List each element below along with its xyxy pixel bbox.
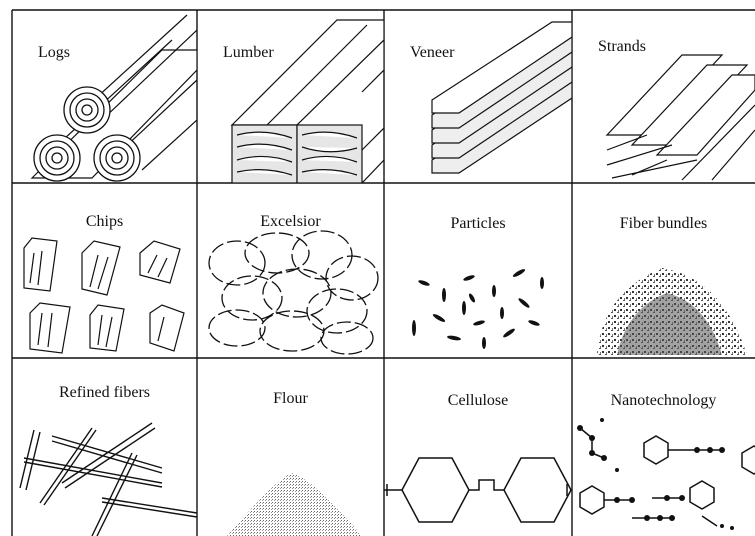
- excelsior-illustration: [197, 183, 384, 358]
- label-lumber: Lumber: [223, 44, 274, 62]
- label-fiber-bundles: Fiber bundles: [572, 215, 755, 233]
- cell-logs: Logs: [12, 10, 197, 183]
- particles-illustration: [384, 183, 572, 358]
- chips-illustration: [12, 183, 197, 358]
- label-chips: Chips: [12, 213, 197, 231]
- strands-illustration: [572, 10, 755, 183]
- label-excelsior: Excelsior: [197, 213, 384, 231]
- label-particles: Particles: [384, 215, 572, 233]
- veneer-illustration: [384, 10, 572, 183]
- cell-nanotechnology: Nanotechnology: [572, 358, 755, 536]
- label-cellulose: Cellulose: [384, 392, 572, 410]
- label-strands: Strands: [598, 38, 646, 56]
- cell-particles: Particles: [384, 183, 572, 358]
- flour-illustration: [197, 358, 384, 536]
- cell-veneer: Veneer: [384, 10, 572, 183]
- fiber-bundles-illustration: [572, 183, 755, 358]
- label-logs: Logs: [38, 44, 70, 62]
- cell-strands: Strands: [572, 10, 755, 183]
- cell-lumber: Lumber: [197, 10, 384, 183]
- label-refined-fibers: Refined fibers: [12, 384, 197, 402]
- cellulose-illustration: [384, 358, 572, 536]
- label-flour: Flour: [197, 390, 384, 408]
- nanotechnology-illustration: [572, 358, 755, 536]
- logs-illustration: [12, 10, 197, 183]
- label-nanotechnology: Nanotechnology: [572, 392, 755, 410]
- cell-refined-fibers: Refined fibers: [12, 358, 197, 536]
- cell-flour: Flour: [197, 358, 384, 536]
- cell-cellulose: Cellulose: [384, 358, 572, 536]
- cell-excelsior: Excelsior: [197, 183, 384, 358]
- cell-chips: Chips: [12, 183, 197, 358]
- cell-fiber-bundles: Fiber bundles: [572, 183, 755, 358]
- lumber-illustration: [197, 10, 384, 183]
- label-veneer: Veneer: [410, 44, 454, 62]
